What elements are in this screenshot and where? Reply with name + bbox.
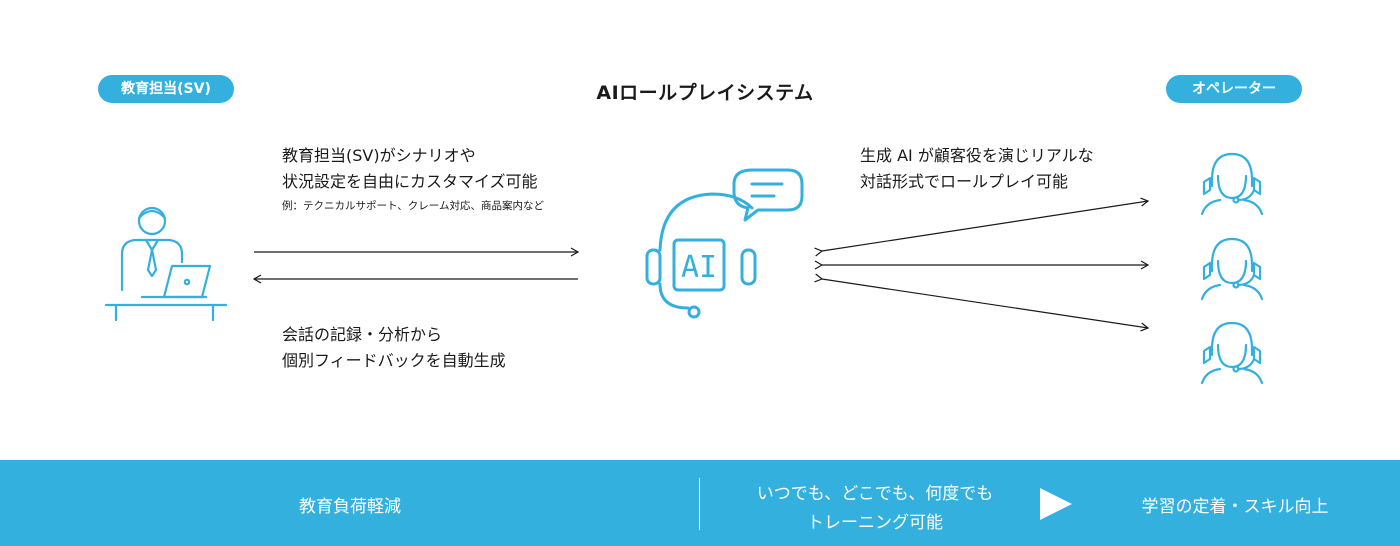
sv-desc-line1: 教育担当(SV)がシナリオや bbox=[282, 146, 476, 165]
sv-role-badge: 教育担当(SV) bbox=[98, 75, 234, 103]
benefit-anytime-line2: トレーニング可能 bbox=[807, 513, 943, 533]
operator-headset-icon bbox=[1200, 237, 1264, 301]
feedback-desc-line1: 会話の記録・分析から bbox=[282, 325, 443, 344]
feedback-desc-line2: 個別フィードバックを自動生成 bbox=[282, 351, 506, 370]
diagram-graphics: AI bbox=[104, 152, 1264, 385]
diagram-title: AIロールプレイシステム bbox=[596, 82, 814, 104]
band-divider bbox=[699, 478, 700, 530]
ai-headset-icon bbox=[645, 192, 757, 319]
play-arrow-icon bbox=[1040, 488, 1072, 520]
operator-headset-icon bbox=[1200, 152, 1264, 216]
operator-headset-icon bbox=[1200, 321, 1264, 385]
benefits-band bbox=[0, 460, 1400, 546]
benefit-skill-up: 学習の定着・スキル向上 bbox=[1141, 497, 1329, 517]
chat-bubble-icon bbox=[732, 168, 804, 222]
benefit-anytime-line1: いつでも、どこでも、何度でも bbox=[756, 484, 994, 504]
sv-person-icon bbox=[104, 206, 228, 322]
ai-badge-label: AI bbox=[681, 250, 717, 285]
benefit-reduce-load: 教育負荷軽減 bbox=[299, 497, 401, 517]
ai-desc-line2: 対話形式でロールプレイ可能 bbox=[860, 172, 1069, 191]
sv-desc-example: 例：テクニカルサポート、クレーム対応、商品案内など bbox=[282, 200, 544, 212]
sv-desc-line2: 状況設定を自由にカスタマイズ可能 bbox=[282, 172, 538, 191]
ai-desc-line1: 生成 AI が顧客役を演じリアルな bbox=[860, 146, 1094, 165]
operator-role-badge: オペレーター bbox=[1166, 75, 1302, 103]
